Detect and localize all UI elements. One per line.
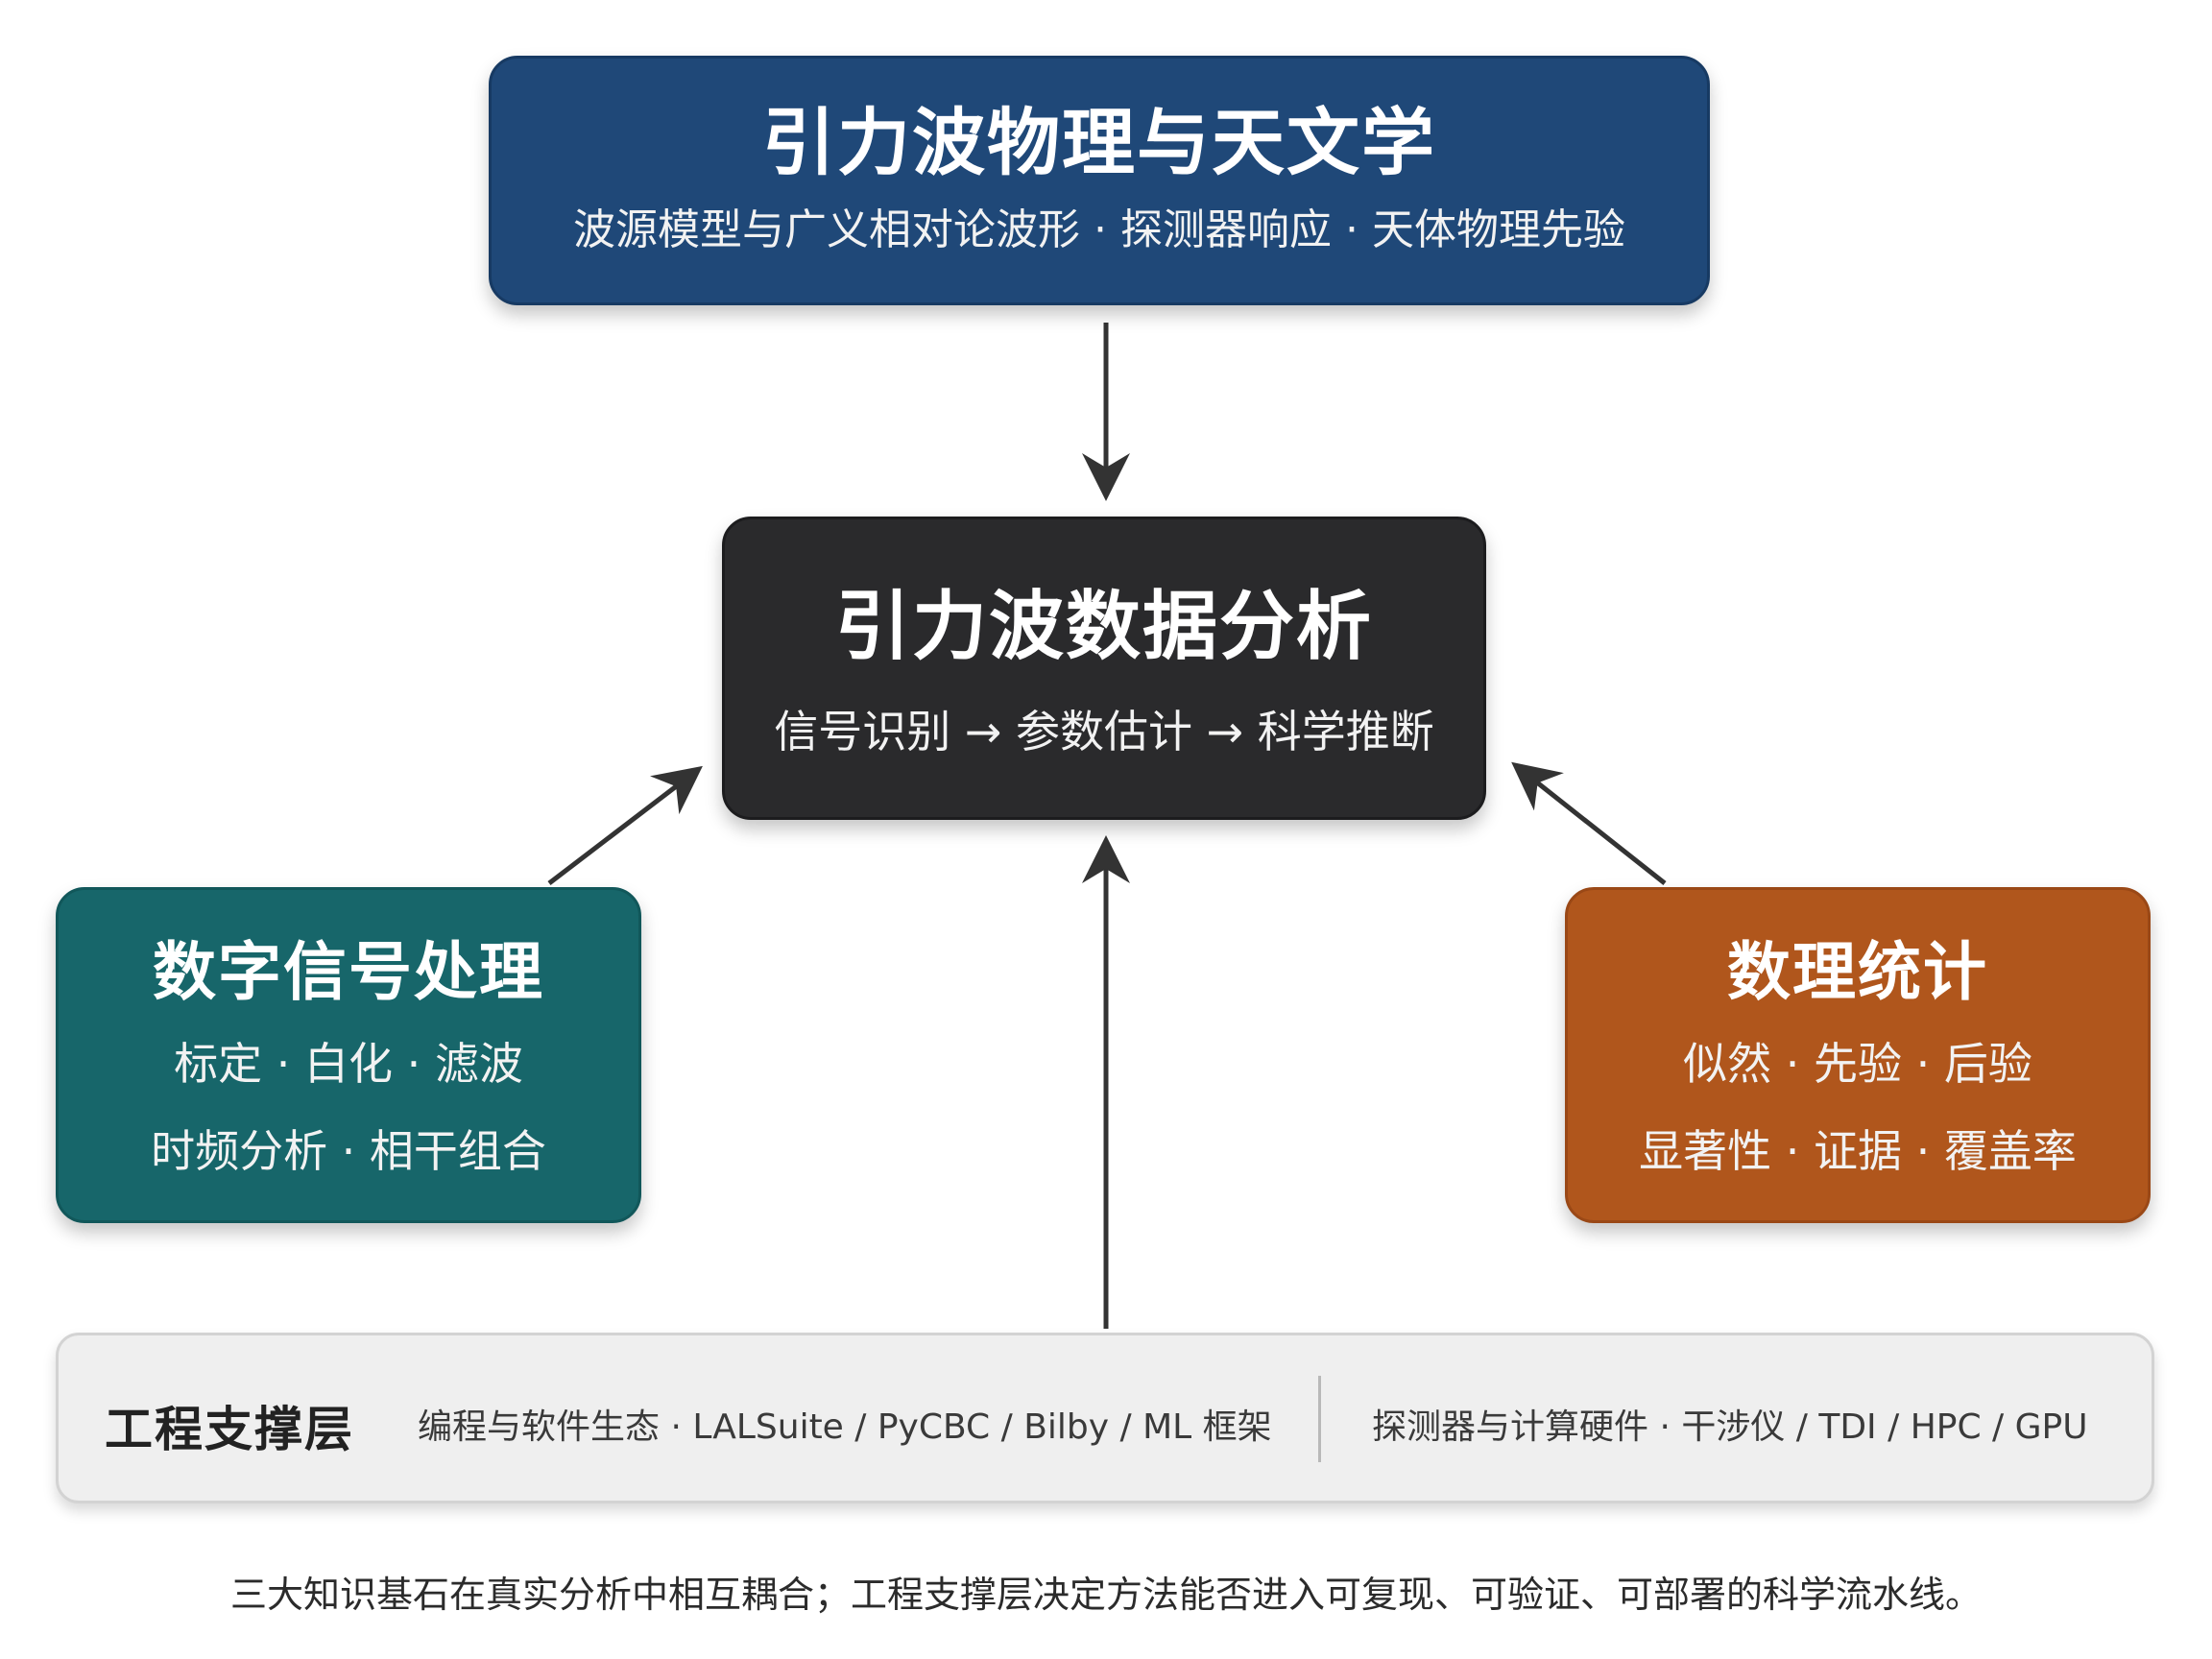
dsp-title: 数字信号处理 [153, 935, 544, 1009]
physics-subtitle: 波源模型与广义相对论波形 · 探测器响应 · 天体物理先验 [573, 205, 1625, 255]
diagram-caption: 三大知识基石在真实分析中相互耦合；工程支撑层决定方法能否进入可复现、可验证、可部… [229, 1574, 1982, 1616]
dsp-line-2: 时频分析 · 相干组合 [151, 1125, 546, 1178]
engineering-hardware: 探测器与计算硬件 · 干涉仪 / TDI / HPC / GPU [1372, 1407, 2088, 1447]
gw-data-analysis-box: 引力波数据分析 信号识别 → 参数估计 → 科学推断 [722, 517, 1486, 820]
stats-line-2: 显著性 · 证据 · 覆盖率 [1639, 1125, 2077, 1178]
digital-signal-processing-box: 数字信号处理 标定 · 白化 · 滤波 时频分析 · 相干组合 [56, 887, 641, 1223]
physics-astronomy-box: 引力波物理与天文学 波源模型与广义相对论波形 · 探测器响应 · 天体物理先验 [489, 56, 1710, 305]
dsp-line-1: 标定 · 白化 · 滤波 [174, 1038, 523, 1091]
arrow-dsp-to-core [547, 765, 703, 885]
physics-title: 引力波物理与天文学 [762, 100, 1436, 185]
core-title: 引力波数据分析 [834, 584, 1373, 670]
engineering-support-layer: 工程支撑层 编程与软件生态 · LALSuite / PyCBC / Bilby… [56, 1333, 2154, 1503]
stats-line-1: 似然 · 先验 · 后验 [1683, 1038, 2032, 1091]
core-subtitle: 信号识别 → 参数估计 → 科学推断 [774, 705, 1434, 757]
engineering-software: 编程与软件生态 · LALSuite / PyCBC / Bilby / ML … [418, 1407, 1272, 1447]
engineering-divider [1318, 1376, 1321, 1462]
arrow-stats-to-core [1511, 761, 1667, 885]
stats-title: 数理统计 [1727, 935, 1988, 1009]
engineering-title: 工程支撑层 [105, 1402, 354, 1457]
mathematical-statistics-box: 数理统计 似然 · 先验 · 后验 显著性 · 证据 · 覆盖率 [1565, 887, 2151, 1223]
